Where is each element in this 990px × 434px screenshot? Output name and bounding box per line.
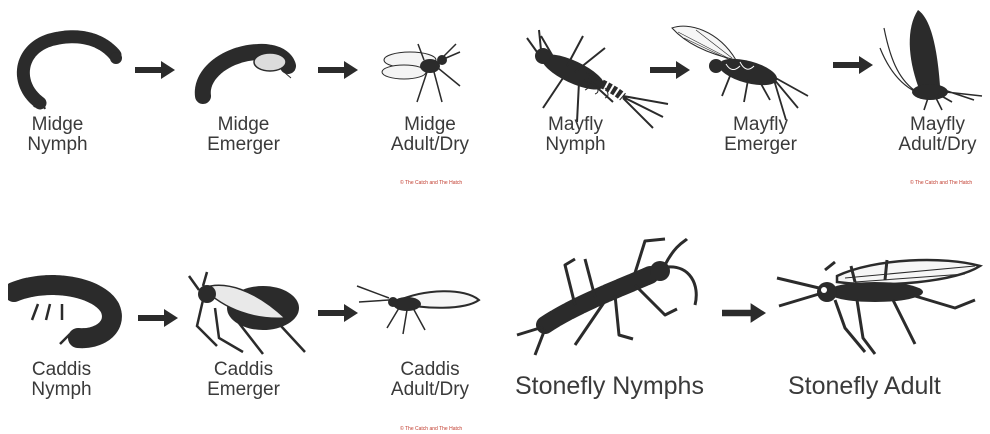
stonefly-adult-label: Stonefly Adult [788, 372, 941, 400]
arrow-right-icon [138, 308, 178, 328]
stonefly-adult-illustration [775, 248, 985, 363]
stonefly-nymph-illustration [515, 235, 710, 365]
midge-nymph-label: Midge Nymph [10, 115, 105, 155]
mayfly-nymph-label: Mayfly Nymph [528, 115, 623, 155]
midge-adult-label: Midge Adult/Dry [375, 115, 485, 155]
arrow-right-icon [318, 303, 358, 323]
mayfly-adult-label: Mayfly Adult/Dry [885, 115, 990, 155]
midge-emerger-illustration [188, 38, 303, 108]
caddis-nymph-label: Caddis Nymph [14, 360, 109, 400]
mayfly-adult-illustration [878, 8, 986, 118]
caddis-adult-label: Caddis Adult/Dry [375, 360, 485, 400]
credit-text: © The Catch and The Hatch [910, 180, 972, 186]
midge-emerger-label: Midge Emerger [196, 115, 291, 155]
caddis-nymph-illustration [8, 268, 128, 353]
arrow-right-icon [318, 60, 358, 80]
mayfly-emerger-label: Mayfly Emerger [713, 115, 808, 155]
arrow-right-icon [833, 55, 873, 75]
midge-nymph-illustration [10, 25, 125, 110]
caddis-emerger-label: Caddis Emerger [196, 360, 291, 400]
credit-text: © The Catch and The Hatch [400, 426, 462, 432]
caddis-adult-illustration [355, 280, 485, 340]
arrow-right-icon [135, 60, 175, 80]
arrow-right-icon [722, 302, 766, 324]
credit-text: © The Catch and The Hatch [400, 180, 462, 186]
stonefly-nymphs-label: Stonefly Nymphs [515, 372, 704, 400]
caddis-emerger-illustration [185, 270, 310, 360]
midge-adult-illustration [372, 38, 482, 108]
